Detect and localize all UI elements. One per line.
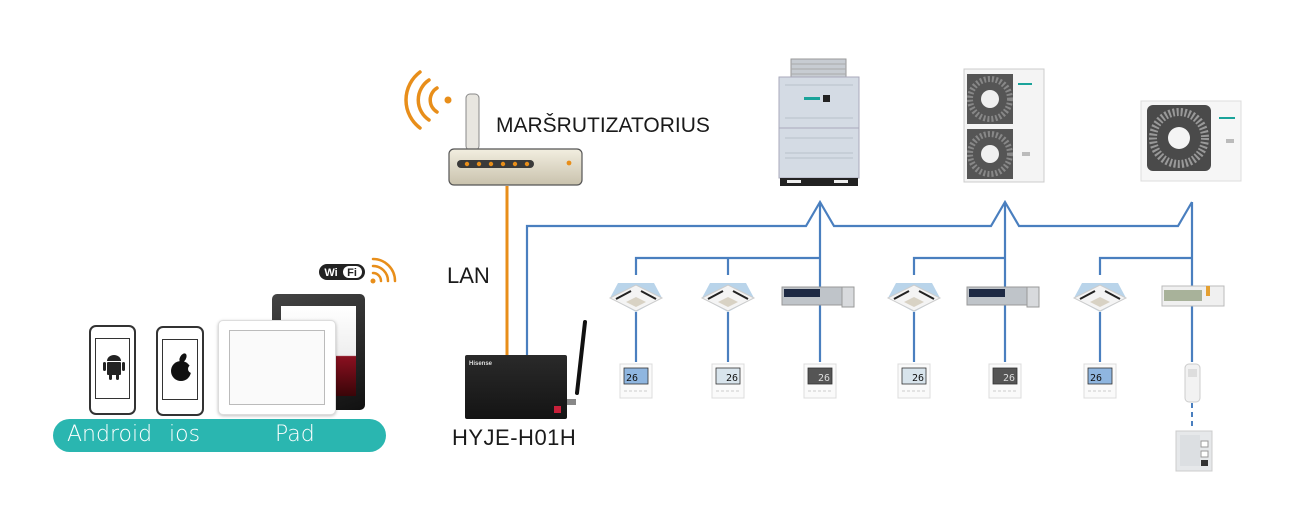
iphone xyxy=(156,326,204,416)
wifi-wi-text: Wi xyxy=(324,267,337,279)
controller-display: 26 xyxy=(1003,373,1015,384)
outdoor-unit-twin-fan xyxy=(963,68,1045,183)
outdoor-unit-single-fan xyxy=(1140,100,1242,182)
controller-display: 26 xyxy=(818,373,830,384)
controller-display: 26 xyxy=(912,373,924,384)
wifi-signal-small-icon xyxy=(370,257,397,284)
apple-icon xyxy=(171,353,196,381)
router-label: MARŠRUTIZATORIUS xyxy=(496,114,710,137)
gateway-device: Hisense xyxy=(465,355,567,419)
gateway-model-label: HYJE-H01H xyxy=(452,425,577,450)
controller-display: 26 xyxy=(626,373,638,384)
indoor-unit-cassette xyxy=(700,283,756,312)
indoor-unit-cassette xyxy=(886,283,942,312)
wifi-badge-icon: Wi Fi xyxy=(319,264,365,280)
branch-1 xyxy=(634,256,820,275)
indoor-unit-slim-duct xyxy=(1161,285,1225,307)
indoor-unit-duct xyxy=(966,286,1040,308)
android-icon xyxy=(103,355,125,380)
wall-receiver-panel xyxy=(1175,430,1213,472)
router-icon xyxy=(448,93,583,186)
controller-display: 26 xyxy=(726,373,738,384)
platform-android: Android xyxy=(67,422,153,447)
main-bus-line xyxy=(525,199,1193,356)
indoor-unit-cassette xyxy=(608,283,664,312)
controller-wireless-remote xyxy=(1184,363,1201,403)
antenna-icon xyxy=(566,320,587,405)
branch-3 xyxy=(1098,256,1192,275)
outdoor-unit-vrf xyxy=(778,58,860,186)
gateway-indicator xyxy=(554,406,561,413)
controller-wired-controller-lcd-blue: 26 xyxy=(1083,363,1117,399)
platform-pad: Pad xyxy=(275,422,315,447)
controller-display: 26 xyxy=(1090,373,1102,384)
lan-label: LAN xyxy=(447,263,490,288)
platform-ios: ios xyxy=(169,422,201,447)
android-phone xyxy=(89,325,136,415)
gateway-brand: Hisense xyxy=(469,361,493,367)
controller-wired-controller-square: 26 xyxy=(897,363,931,399)
platform-banner: Android ios Pad xyxy=(53,419,386,452)
tablet-front xyxy=(218,320,336,415)
controller-wired-controller-dark: 26 xyxy=(803,363,837,399)
controller-wired-controller-dark: 26 xyxy=(988,363,1022,399)
wifi-signal-icon xyxy=(404,70,452,130)
indoor-unit-cassette xyxy=(1072,283,1128,312)
indoor-unit-duct xyxy=(781,286,855,308)
controller-wired-controller-lcd-blue: 26 xyxy=(619,363,653,399)
wifi-fi-text: Fi xyxy=(347,267,357,279)
controller-wired-controller-square: 26 xyxy=(711,363,745,399)
branch-2 xyxy=(912,256,1005,275)
